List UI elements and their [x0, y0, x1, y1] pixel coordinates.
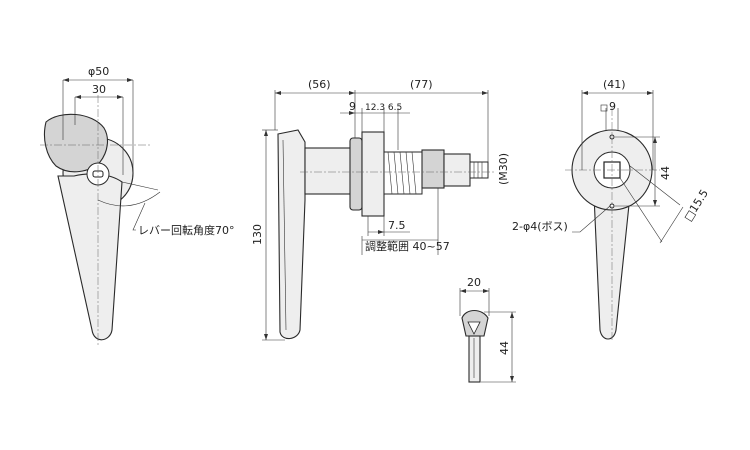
side-spring: [387, 151, 417, 195]
front-30-label: 30: [92, 83, 106, 96]
key-blade: [468, 335, 481, 383]
side-7-5-label: 7.5: [388, 219, 406, 232]
side-stud: [469, 161, 489, 179]
key-view: 20 44: [459, 276, 516, 383]
side-spring-housing: [383, 151, 423, 195]
side-130-label: 130: [251, 224, 264, 245]
side-9-label: 9: [349, 100, 356, 113]
front-view: φ50 30 レバー回転角度70°: [40, 65, 235, 345]
rear-sq15-5-label: □15.5: [682, 187, 712, 223]
side-flange: [349, 137, 363, 211]
rear-9-label: 9: [609, 100, 616, 113]
side-pitches-label: 12.3 6.5: [365, 103, 402, 113]
rear-44-label: 44: [659, 166, 672, 180]
side-m30-label: (M30): [497, 153, 510, 185]
side-shaft: [304, 147, 354, 195]
key-20-label: 20: [467, 276, 481, 289]
side-handle: [277, 129, 306, 340]
side-77-label: (77): [410, 78, 433, 91]
rear-view: (41) 9 44 □15.5 2-φ4(ボス): [512, 78, 711, 340]
rear-41-label: (41): [603, 78, 626, 91]
side-adjust-range-label: 調整範囲 40~57: [365, 239, 450, 253]
front-phi50-label: φ50: [88, 65, 109, 78]
key-head-inner: [467, 321, 481, 335]
side-56-label: (56): [308, 78, 331, 91]
rear-boss-label: 2-φ4(ボス): [512, 220, 568, 233]
front-lever-head: [43, 113, 109, 173]
front-lever: [57, 173, 123, 341]
side-body: [361, 131, 385, 217]
side-nut-2: [443, 153, 471, 187]
key-44-label: 44: [498, 341, 511, 355]
front-lever-angle-label: レバー回転角度70°: [138, 223, 235, 237]
side-nut: [421, 149, 445, 189]
side-view: (56) (77) 9 12.3 6.5 (M30) 7.5 調整範囲 40~5…: [251, 78, 510, 341]
